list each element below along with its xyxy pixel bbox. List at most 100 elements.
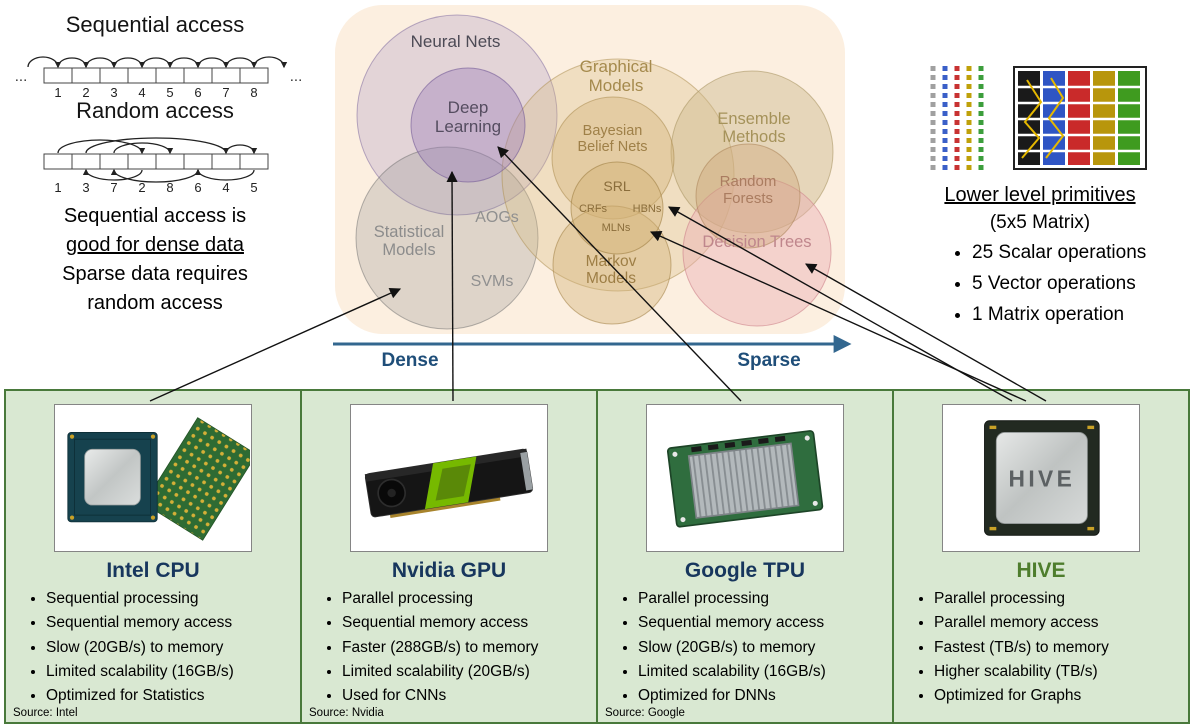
hw-bullet: Optimized for Statistics bbox=[46, 684, 294, 707]
sequential-access-title: Sequential access bbox=[65, 12, 245, 37]
cell-number: 7 bbox=[222, 85, 229, 100]
srl-label: SRL bbox=[603, 178, 631, 194]
intel-cpu-illustration bbox=[67, 417, 250, 541]
hw-bullet: Sequential memory access bbox=[46, 611, 294, 634]
google-tpu-image bbox=[646, 404, 844, 552]
hw-bullet-list: Parallel processing Parallel memory acce… bbox=[894, 587, 1188, 707]
ensemble-methods-label: Ensemble Methods bbox=[717, 110, 791, 147]
mlns-label: MLNs bbox=[601, 222, 631, 234]
hw-card-intel-cpu: Intel CPU Sequential processing Sequenti… bbox=[4, 389, 302, 724]
hw-bullet: Limited scalability (16GB/s) bbox=[638, 660, 886, 683]
random-memory-cells bbox=[43, 153, 269, 170]
primitives-item: 1 Matrix operation bbox=[972, 304, 1200, 326]
sparse-vectors-icon bbox=[930, 66, 984, 170]
primitives-list: 25 Scalar operations 5 Vector operations… bbox=[950, 242, 1200, 335]
caption-line-underlined: good for dense data bbox=[66, 234, 244, 256]
decision-trees-label: Decision Trees bbox=[702, 233, 812, 251]
hw-title: Intel CPU bbox=[106, 559, 200, 582]
hw-bullet: Higher scalability (TB/s) bbox=[934, 660, 1182, 683]
nvidia-gpu-image bbox=[350, 404, 548, 552]
cell-number: 5 bbox=[166, 85, 173, 100]
hw-bullet: Fastest (TB/s) to memory bbox=[934, 636, 1182, 659]
hw-card-nvidia-gpu: Nvidia GPU Parallel processing Sequentia… bbox=[300, 389, 598, 724]
primitives-item: 5 Vector operations bbox=[972, 273, 1200, 295]
crfs-label: CRFs bbox=[578, 203, 608, 215]
sequential-access-diagram: ... ... 1 2 3 4 5 6 7 8 bbox=[15, 56, 303, 100]
hw-bullet-list: Parallel processing Sequential memory ac… bbox=[598, 587, 892, 707]
hw-bullet: Limited scalability (16GB/s) bbox=[46, 660, 294, 683]
random-arcs bbox=[57, 137, 258, 183]
markov-models-label: Markov Models bbox=[585, 253, 637, 288]
hw-card-google-tpu: Google TPU Parallel processing Sequentia… bbox=[596, 389, 894, 724]
ellipsis-right: ... bbox=[290, 68, 303, 85]
source-label: Source: Google bbox=[605, 707, 685, 719]
primitives-title: Lower level primitives bbox=[944, 184, 1136, 206]
hw-bullet: Sequential processing bbox=[46, 587, 294, 610]
primitives-subtitle: (5x5 Matrix) bbox=[989, 212, 1091, 233]
source-label: Source: Intel bbox=[13, 707, 78, 719]
hw-bullet: Parallel processing bbox=[934, 587, 1182, 610]
hw-bullet: Sequential memory access bbox=[342, 611, 590, 634]
hw-bullet: Parallel processing bbox=[638, 587, 886, 610]
hw-bullet: Slow (20GB/s) to memory bbox=[46, 636, 294, 659]
hw-bullet: Slow (20GB/s) to memory bbox=[638, 636, 886, 659]
sequential-arcs bbox=[27, 56, 288, 69]
random-forests-label: Random Forests bbox=[719, 173, 777, 207]
neural-nets-label: Neural Nets bbox=[410, 32, 501, 51]
caption-line: Sparse data requires bbox=[62, 263, 248, 285]
cell-number: 8 bbox=[250, 85, 257, 100]
hive-chip-label: HIVE bbox=[1009, 465, 1076, 491]
cell-number: 8 bbox=[166, 180, 173, 195]
hw-card-hive: HIVE HIVE Parallel processing Parallel m… bbox=[892, 389, 1190, 724]
cell-number: 1 bbox=[54, 85, 61, 100]
cell-number: 4 bbox=[138, 85, 145, 100]
hw-bullet: Parallel memory access bbox=[934, 611, 1182, 634]
axis-dense-label: Dense bbox=[381, 350, 439, 371]
caption-line: Sequential access is bbox=[63, 205, 247, 227]
hw-bullet: Optimized for DNNs bbox=[638, 684, 886, 707]
nvidia-gpu-illustration bbox=[364, 448, 534, 518]
cell-number: 3 bbox=[110, 85, 117, 100]
cell-number: 2 bbox=[82, 85, 89, 100]
source-label: Source: Nvidia bbox=[309, 707, 384, 719]
hive-chip-image: HIVE bbox=[942, 404, 1140, 552]
bayesian-belief-nets-label: Bayesian Belief Nets bbox=[577, 123, 648, 156]
ellipsis-left: ... bbox=[15, 68, 28, 85]
random-access-diagram: 1 3 7 2 8 6 4 5 bbox=[43, 137, 269, 195]
cell-number: 5 bbox=[250, 180, 257, 195]
hw-bullet: Used for CNNs bbox=[342, 684, 590, 707]
cell-number: 7 bbox=[110, 180, 117, 195]
cell-number: 2 bbox=[138, 180, 145, 195]
sequential-memory-cells bbox=[43, 67, 269, 84]
hw-title: HIVE bbox=[1016, 559, 1066, 582]
access-caption: Sequential access is good for dense data… bbox=[10, 202, 300, 318]
svms-label: SVMs bbox=[470, 273, 514, 290]
hbns-label: HBNs bbox=[632, 203, 662, 215]
cell-number: 4 bbox=[222, 180, 229, 195]
cell-number: 6 bbox=[194, 85, 201, 100]
deep-learning-circle bbox=[410, 67, 526, 183]
hw-bullet: Limited scalability (20GB/s) bbox=[342, 660, 590, 683]
hw-title: Google TPU bbox=[684, 559, 806, 582]
primitives-item: 25 Scalar operations bbox=[972, 242, 1200, 264]
caption-line: random access bbox=[87, 292, 223, 314]
hardware-panel: Intel CPU Sequential processing Sequenti… bbox=[4, 389, 1196, 724]
cell-number: 3 bbox=[82, 180, 89, 195]
graphical-models-label: Graphical Models bbox=[579, 57, 653, 96]
matrix-tiles-icon bbox=[1013, 66, 1147, 170]
axis-sparse-label: Sparse bbox=[737, 350, 801, 371]
hw-bullet: Faster (288GB/s) to memory bbox=[342, 636, 590, 659]
statistical-models-label: Statistical Models bbox=[373, 223, 445, 260]
intel-cpu-image bbox=[54, 404, 252, 552]
aogs-label: AOGs bbox=[475, 209, 519, 226]
hw-title: Nvidia GPU bbox=[391, 559, 507, 582]
google-tpu-illustration bbox=[666, 430, 824, 528]
hw-bullet-list: Parallel processing Sequential memory ac… bbox=[302, 587, 596, 707]
hw-bullet: Parallel processing bbox=[342, 587, 590, 610]
hw-bullet-list: Sequential processing Sequential memory … bbox=[6, 587, 300, 707]
hw-bullet: Sequential memory access bbox=[638, 611, 886, 634]
hw-bullet: Optimized for Graphs bbox=[934, 684, 1182, 707]
cell-number: 1 bbox=[54, 180, 61, 195]
deep-learning-label: Deep Learning bbox=[434, 98, 502, 137]
